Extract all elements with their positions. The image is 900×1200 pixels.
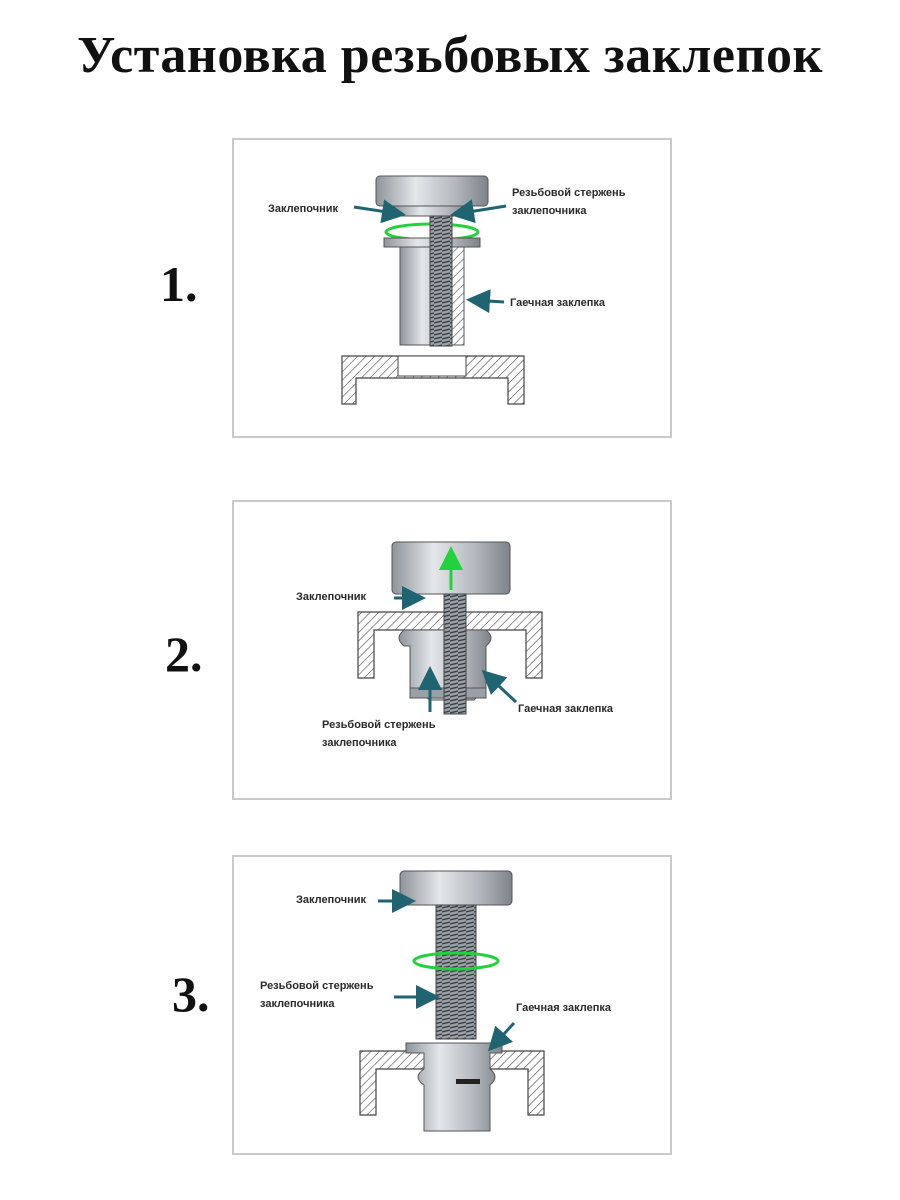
threaded-rod [443, 593, 467, 715]
rivet-nut [405, 1042, 503, 1132]
label-rod-line1: Резьбовой стержень [260, 980, 374, 992]
step-2-number: 2. [165, 626, 203, 682]
step-1-number: 1. [160, 256, 198, 312]
step-1-diagram [341, 175, 525, 405]
step-1-panel: Заклепочник Резьбовой стержень заклепочн… [232, 138, 672, 438]
threaded-rod [429, 215, 453, 347]
step-3-number: 3. [172, 966, 210, 1022]
label-rod-line1: Резьбовой стержень [512, 187, 626, 199]
workpiece [357, 611, 543, 679]
step-3-panel: Заклепочник Резьбовой стержень заклепочн… [232, 855, 672, 1155]
label-riveter: Заклепочник [296, 591, 366, 603]
label-rod-line2: заклепочника [260, 998, 335, 1010]
label-rod-line2: заклепочника [512, 205, 587, 217]
step-2-panel: Заклепочник Резьбовой стержень заклепочн… [232, 500, 672, 800]
workpiece [341, 355, 525, 405]
threaded-rod [435, 904, 477, 1040]
page-title: Установка резьбовых заклепок [77, 27, 823, 84]
riveter-head [375, 175, 489, 207]
label-nut: Гаечная заклепка [516, 1002, 611, 1014]
label-rod-line2: заклепочника [322, 737, 397, 749]
step-2-diagram [357, 541, 543, 715]
label-rod-line1: Резьбовой стержень [322, 719, 436, 731]
label-riveter: Заклепочник [296, 894, 366, 906]
rotation-arrow-icon [412, 951, 500, 971]
riveter-head [399, 870, 513, 906]
workpiece [359, 1050, 545, 1116]
step-3-diagram [359, 870, 545, 1132]
label-nut: Гаечная заклепка [510, 297, 605, 309]
label-riveter: Заклепочник [268, 203, 338, 215]
label-nut: Гаечная заклепка [518, 703, 613, 715]
